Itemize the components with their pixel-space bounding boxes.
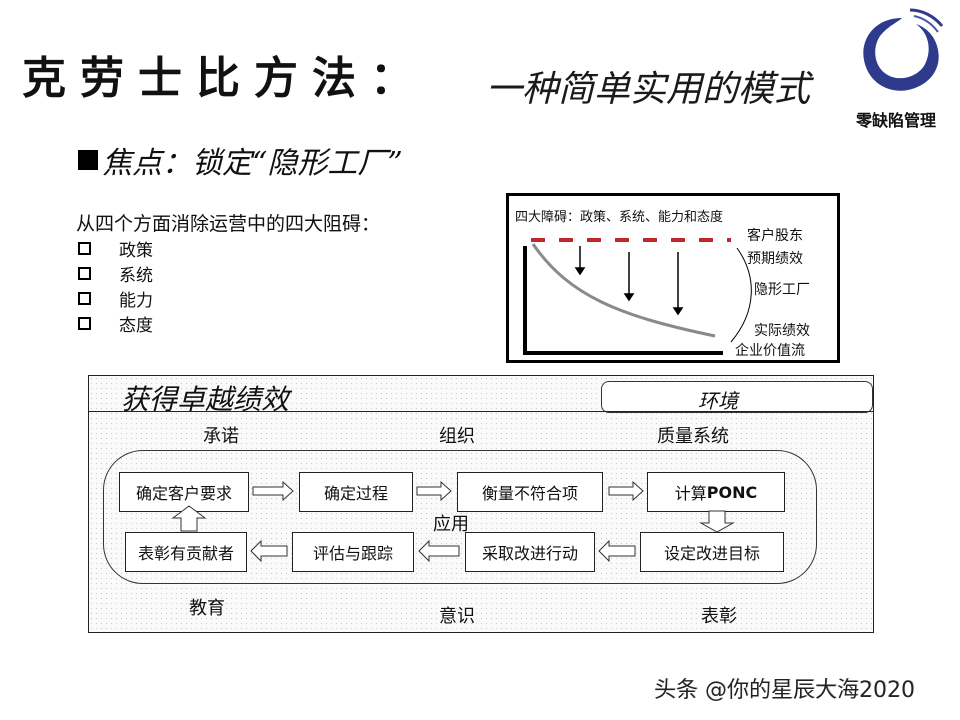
divider <box>89 411 873 412</box>
step-box: 采取改进行动 <box>465 532 595 572</box>
list-item: 能力 <box>78 286 153 311</box>
down-arrow-icon <box>699 510 735 533</box>
value-stream-label: 企业价值流 <box>735 343 805 359</box>
left-arrow-icon <box>250 539 288 563</box>
list-item: 态度 <box>78 311 153 336</box>
checkbox-bullet-icon <box>78 242 91 255</box>
checkbox-bullet-icon <box>78 292 91 305</box>
label-organization: 组织 <box>439 426 475 447</box>
checkbox-bullet-icon <box>78 267 91 280</box>
flow-arrows <box>171 480 735 563</box>
environment-tab: 环境 <box>601 381 873 413</box>
left-arrow-icon <box>418 539 460 563</box>
list-item: 政策 <box>78 236 153 261</box>
expected-label: 客户股东 <box>747 228 803 244</box>
square-bullet-icon <box>78 150 98 170</box>
left-arrow-icon <box>598 539 636 563</box>
slide-subtitle: 一种简单实用的模式 <box>486 69 811 110</box>
step-box: 设定改进目标 <box>640 532 784 572</box>
right-arrow-icon <box>416 480 452 502</box>
label-awareness: 意识 <box>439 606 475 627</box>
gap-label: 隐形工厂 <box>754 282 810 298</box>
logo-text: 零缺陷管理 <box>856 111 937 130</box>
excellence-framework: 获得卓越绩效 环境 承诺 组织 质量系统 确定客户要求 确定过程 衡量不符合项 … <box>88 375 874 633</box>
right-arrow-icon <box>608 480 644 502</box>
focus-heading: 焦点：锁定“隐形工厂” <box>78 138 403 182</box>
up-arrow-icon <box>171 505 207 532</box>
step-box: 确定过程 <box>299 472 413 512</box>
label-application: 应用 <box>433 514 469 535</box>
intro-text: 从四个方面消除运营中的四大阻碍： <box>76 213 381 235</box>
list-item: 系统 <box>78 261 153 286</box>
right-arrow-icon <box>252 480 294 502</box>
hidden-factory-chart: 四大障碍：政策、系统、能力和态度 客户股东 预期绩效 隐形工厂 实际绩效 企业价… <box>506 193 840 363</box>
label-commitment: 承诺 <box>203 426 239 447</box>
gap-diagram <box>523 238 752 355</box>
step-box: 衡量不符合项 <box>457 472 603 512</box>
step-box: 表彰有贡献者 <box>125 532 247 572</box>
framework-title: 获得卓越绩效 <box>121 383 290 416</box>
checkbox-bullet-icon <box>78 317 91 330</box>
step-box: 评估与跟踪 <box>292 532 414 572</box>
slide-title: 克劳士比方法： <box>22 53 428 104</box>
actual-label: 实际绩效 <box>754 323 810 339</box>
improvement-loop <box>103 450 817 584</box>
label-quality-system: 质量系统 <box>657 426 729 447</box>
expected-label-2: 预期绩效 <box>747 251 803 267</box>
watermark: 头条 @你的星辰大海2020 <box>654 678 915 703</box>
label-education: 教育 <box>189 598 225 619</box>
label-recognition: 表彰 <box>701 606 737 627</box>
barrier-list: 政策 系统 能力 态度 <box>78 236 153 336</box>
chart-title: 四大障碍：政策、系统、能力和态度 <box>515 210 724 225</box>
swirl-o-logo-icon <box>863 8 944 91</box>
step-box: 确定客户要求 <box>119 472 249 512</box>
